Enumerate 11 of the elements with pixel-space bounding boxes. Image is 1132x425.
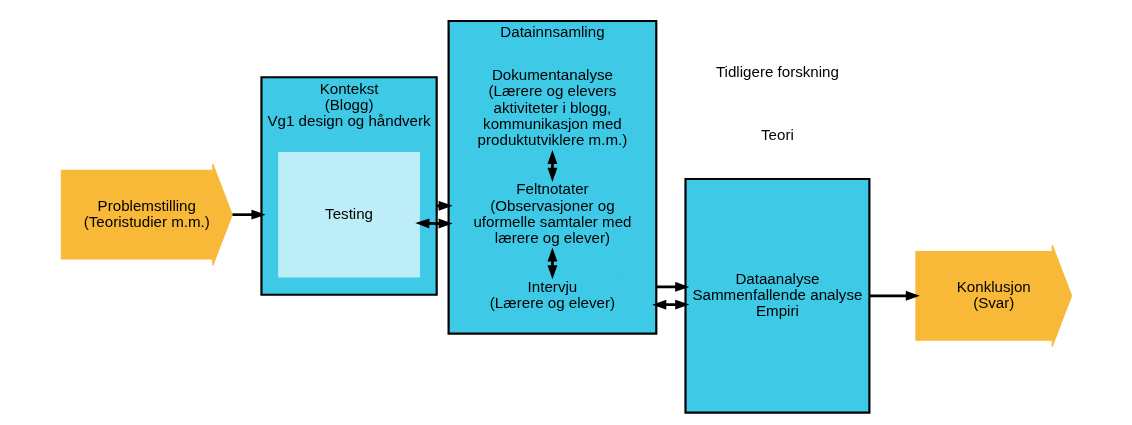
arrow <box>655 281 689 292</box>
node-text: Feltnotater (Observasjoner og uformelle samtaler med lærere og elever) <box>472 180 631 247</box>
node-box: Testing <box>277 151 420 278</box>
node-text: Dokumentanalyse (Lærere og elevers aktiviteter i blogg, kommunikasjon med produktutviklere m.m.) <box>477 66 627 149</box>
arrow <box>231 209 266 220</box>
label: Tidligere forskning <box>715 62 839 80</box>
arrow <box>869 290 920 301</box>
arrow <box>414 218 453 229</box>
node-box: Dataanalyse Sammenfallende analyse Empiri <box>683 177 870 414</box>
label: Teori <box>760 125 794 143</box>
node-text: Intervju (Lærere og elever) <box>489 277 615 311</box>
